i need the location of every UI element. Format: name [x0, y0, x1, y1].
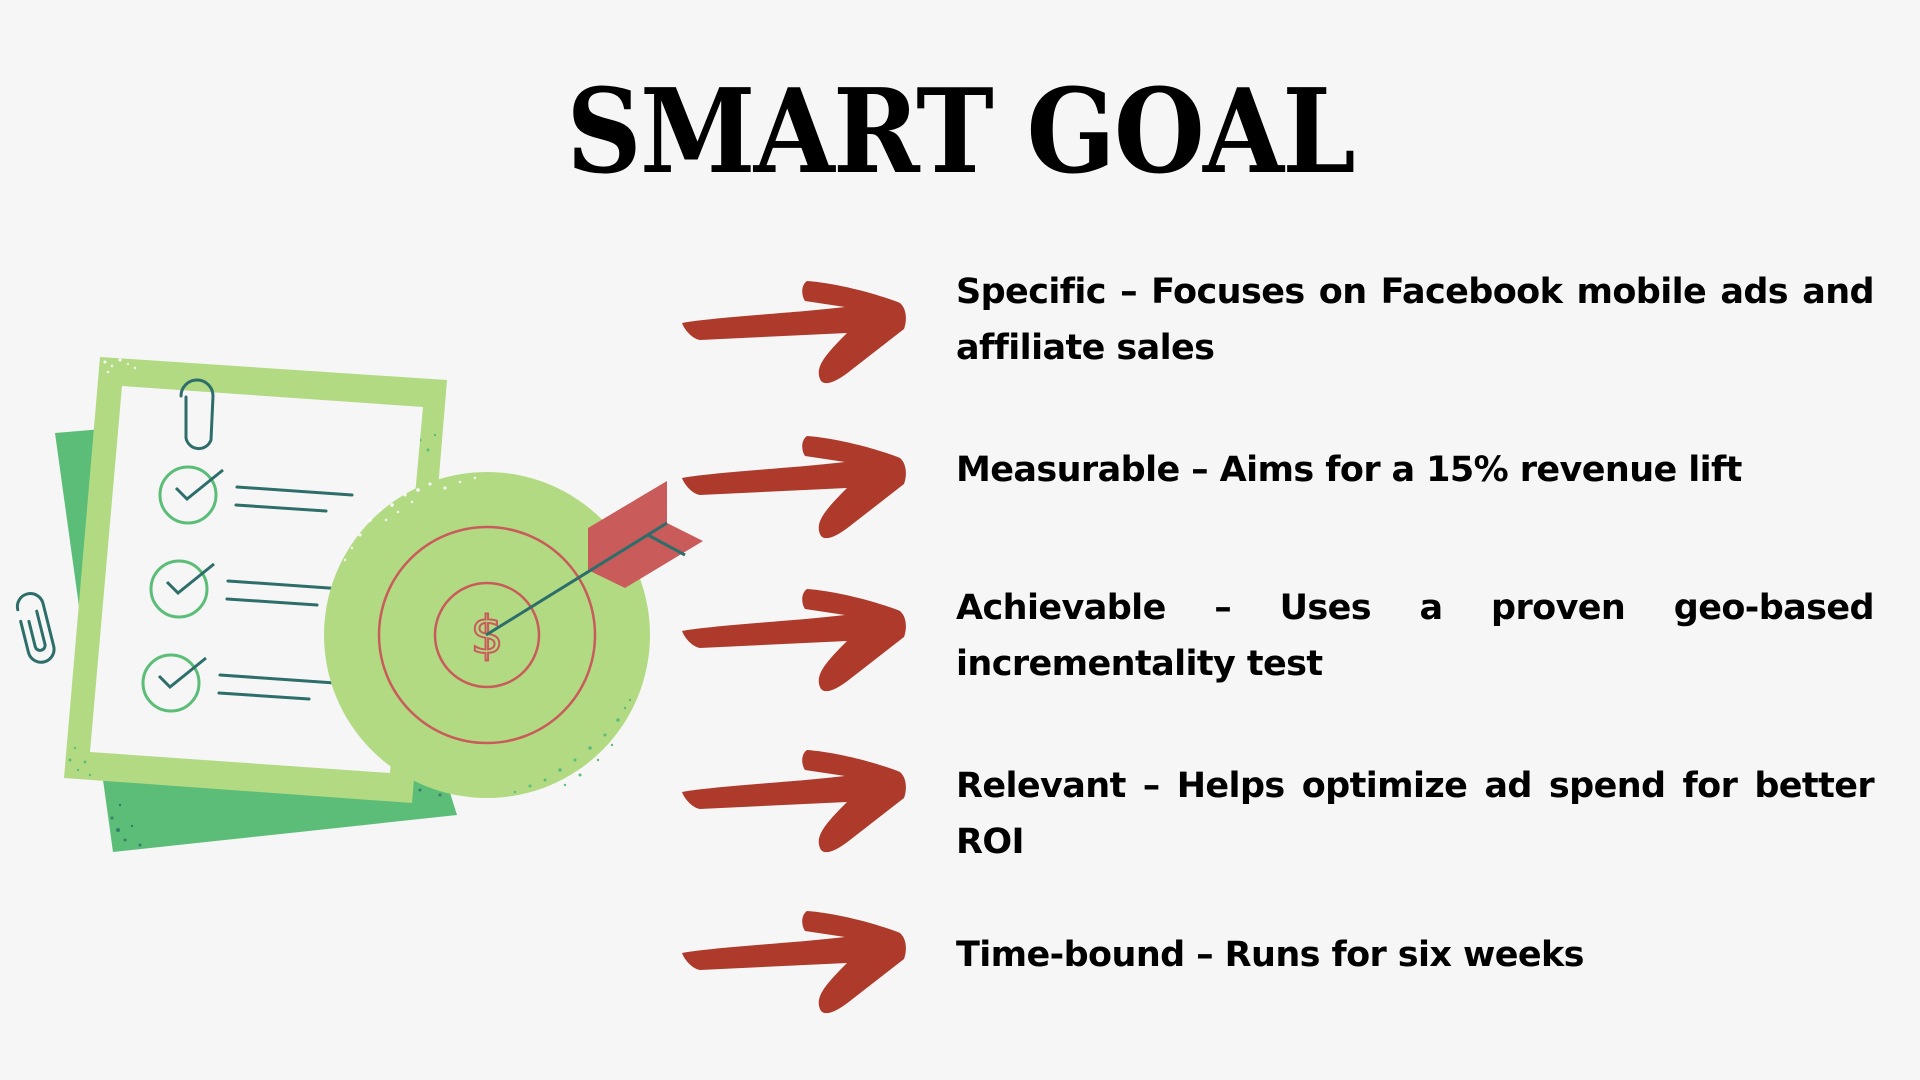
smart-item-time-bound: Time-bound – Runs for six weeks [956, 935, 1585, 975]
smart-item-achievable: Achievable – Uses a proven geo-based inc… [956, 588, 1875, 684]
smart-item-relevant: Relevant – Helps optimize ad spend for b… [956, 766, 1875, 862]
checklist-row-1 [158, 465, 354, 525]
check-circle-icon [141, 653, 201, 713]
arrow-icon [682, 281, 906, 384]
frame-speckle [103, 358, 137, 374]
paperclip-icon [179, 378, 215, 451]
arrow-icon [682, 436, 906, 539]
dart-shaft [485, 521, 668, 637]
smart-item-measurable: Measurable – Aims for a 15% revenue lift [956, 450, 1742, 490]
frame-speckle-green [68, 433, 437, 777]
check-circle-icon [158, 465, 218, 525]
target-speckle-green [513, 698, 632, 794]
side-paperclip-icon [15, 592, 56, 664]
arrow-icon [682, 750, 906, 853]
check-circle-icon [149, 559, 209, 619]
target-speckle-white [343, 476, 477, 562]
arrow-icon [682, 589, 906, 692]
dart-barb [647, 533, 686, 557]
target-outer-ring [377, 525, 597, 745]
checkmark-icon [157, 656, 207, 690]
checklist-row-2 [149, 559, 345, 619]
page-title: SMART GOAL [566, 64, 1355, 200]
smart-item-specific: Specific – Focuses on Facebook mobile ad… [956, 272, 1875, 368]
checkmark-icon [165, 562, 215, 596]
arrow-icon [682, 911, 906, 1014]
checklist-target-illustration: $ [15, 357, 703, 852]
checklist-row-3 [141, 653, 337, 713]
checkmark-icon [174, 468, 224, 502]
dart-fletching [588, 481, 703, 588]
target-inner-ring [433, 581, 541, 689]
